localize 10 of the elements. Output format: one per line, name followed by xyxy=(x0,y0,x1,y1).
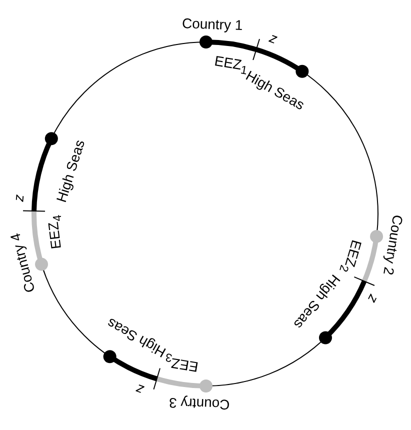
country-label: Country 1 xyxy=(182,15,244,34)
country-label: Country 3 xyxy=(168,394,230,413)
country-label: Country 2 xyxy=(380,214,406,277)
country-label: Country 4 xyxy=(6,232,38,295)
boundary-label: z xyxy=(10,193,27,202)
boundary-label: z xyxy=(134,381,146,399)
boundary-label: z xyxy=(364,292,382,306)
zone-label: EEZ$_{1}$ xyxy=(212,52,248,78)
zone-label: High Seas xyxy=(53,138,88,204)
boundary-label: z xyxy=(267,30,280,48)
